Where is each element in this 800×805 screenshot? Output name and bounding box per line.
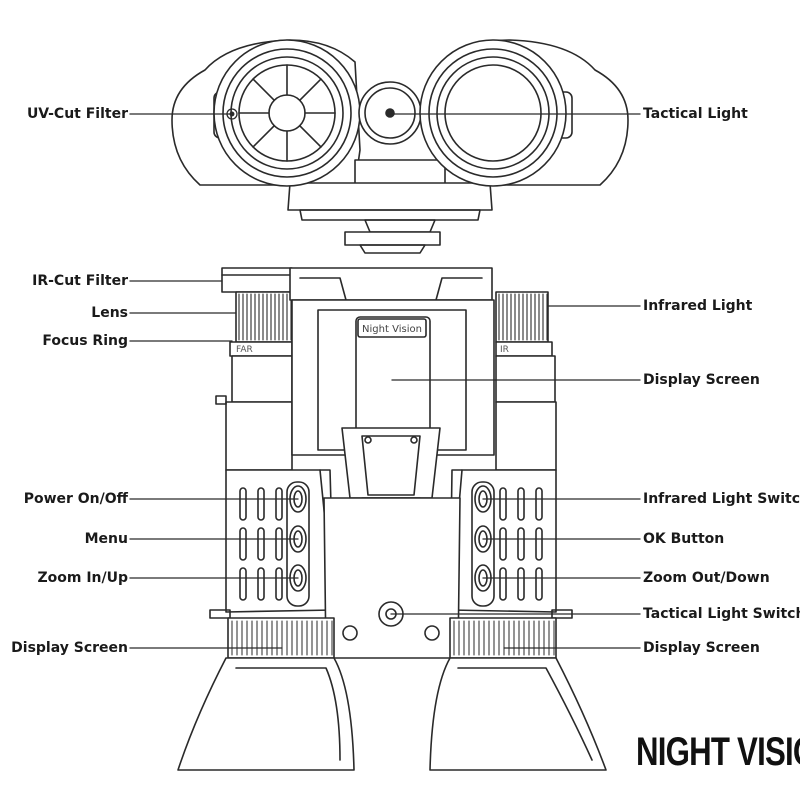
label-display-screen-top: Display Screen: [643, 372, 760, 388]
grip-slot: [499, 487, 507, 521]
label-menu: Menu: [84, 531, 128, 547]
filter-spoke: [252, 78, 276, 102]
tactical-light-lens: [358, 81, 422, 145]
grip-slot: [275, 487, 283, 521]
label-power-on-off: Power On/Off: [23, 491, 128, 507]
label-focus-ring: Focus Ring: [42, 333, 128, 349]
grip-slot: [275, 567, 283, 601]
label-ok-button: OK Button: [643, 531, 725, 547]
label-tactical-light-switch: Tactical Light Switch: [643, 606, 800, 622]
grip-slot: [535, 527, 543, 561]
label-zoom-in-up: Zoom In/Up: [37, 570, 128, 586]
grip-slot: [257, 567, 265, 601]
grip-slot: [535, 567, 543, 601]
label-infrared-light: Infrared Light: [643, 298, 753, 314]
leader-lines: [129, 108, 641, 649]
diagram-title: NIGHT VISION: [636, 730, 800, 774]
filter-spoke: [298, 124, 322, 148]
grip-slot: [239, 567, 247, 601]
device-badge: Night Vision: [362, 324, 422, 335]
grip-slot: [257, 527, 265, 561]
main-objective-lens: [419, 39, 567, 187]
label-display-screen-right: Display Screen: [643, 640, 760, 656]
grip-slot: [535, 487, 543, 521]
grip-slot: [517, 567, 525, 601]
grip-slot: [239, 527, 247, 561]
filter-spoke: [252, 124, 276, 148]
front-view: [171, 39, 629, 254]
lens-scale-ir: IR: [500, 345, 509, 355]
label-tactical-light: Tactical Light: [643, 106, 748, 122]
label-uv-cut-filter: UV-Cut Filter: [26, 106, 128, 122]
body-view: [177, 267, 607, 771]
grip-slot: [499, 567, 507, 601]
grip-slot: [517, 487, 525, 521]
grip-slot: [517, 527, 525, 561]
label-lens: Lens: [91, 305, 128, 321]
grip-slot: [499, 527, 507, 561]
grip-slot: [275, 527, 283, 561]
grip-slot: [257, 487, 265, 521]
uv-cut-filter-lens: [213, 39, 361, 187]
filter-spoke: [298, 78, 322, 102]
lens-scale-far: FAR: [236, 345, 253, 355]
label-zoom-out-down: Zoom Out/Down: [643, 570, 770, 586]
label-infrared-light-switch: Infrared Light Switch: [643, 491, 800, 507]
label-ir-cut-filter: IR-Cut Filter: [32, 273, 128, 289]
grip-slot: [239, 487, 247, 521]
label-display-screen-left: Display Screen: [11, 640, 128, 656]
